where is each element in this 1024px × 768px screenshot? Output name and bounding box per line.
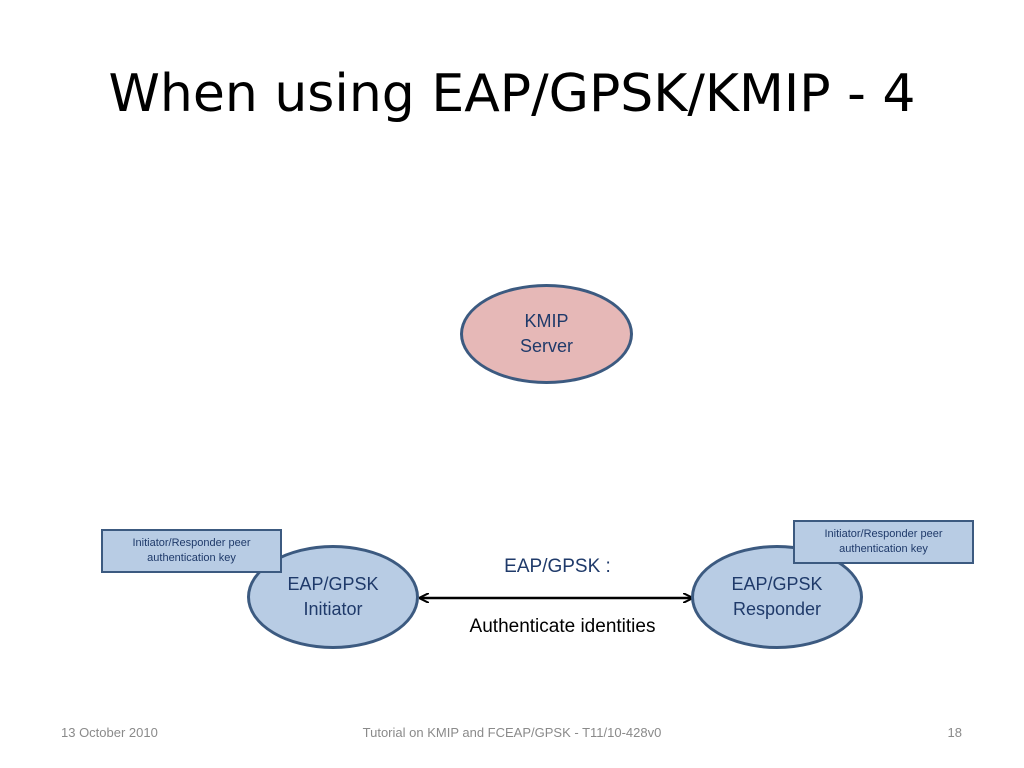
initiator-key-line1: Initiator/Responder peer <box>132 537 251 549</box>
slide-title: When using EAP/GPSK/KMIP - 4 <box>108 64 916 124</box>
initiator-key-line2: authentication key <box>147 552 236 564</box>
kmip-server-node: KMIP Server <box>460 284 633 384</box>
responder-key-line2: authentication key <box>839 543 928 555</box>
responder-node: EAP/GPSK Responder <box>691 545 863 649</box>
footer-page-number: 18 <box>947 725 962 740</box>
link-label-protocol: EAP/GPSK : <box>504 556 611 577</box>
link-label-purpose: Authenticate identities <box>469 616 656 637</box>
responder-line2: Responder <box>732 599 822 619</box>
responder-key-line1: Initiator/Responder peer <box>824 528 943 540</box>
responder-line1: EAP/GPSK <box>731 574 823 594</box>
kmip-server-line2: Server <box>519 336 573 356</box>
initiator-line1: EAP/GPSK <box>287 574 379 594</box>
responder-key-box: Initiator/Responder peer authentication … <box>793 520 974 564</box>
footer-date: 13 October 2010 <box>61 725 158 740</box>
footer-title: Tutorial on KMIP and FCEAP/GPSK - T11/10… <box>362 725 662 740</box>
initiator-line2: Initiator <box>303 599 363 619</box>
initiator-key-box: Initiator/Responder peer authentication … <box>101 529 282 573</box>
kmip-server-line1: KMIP <box>524 311 569 331</box>
